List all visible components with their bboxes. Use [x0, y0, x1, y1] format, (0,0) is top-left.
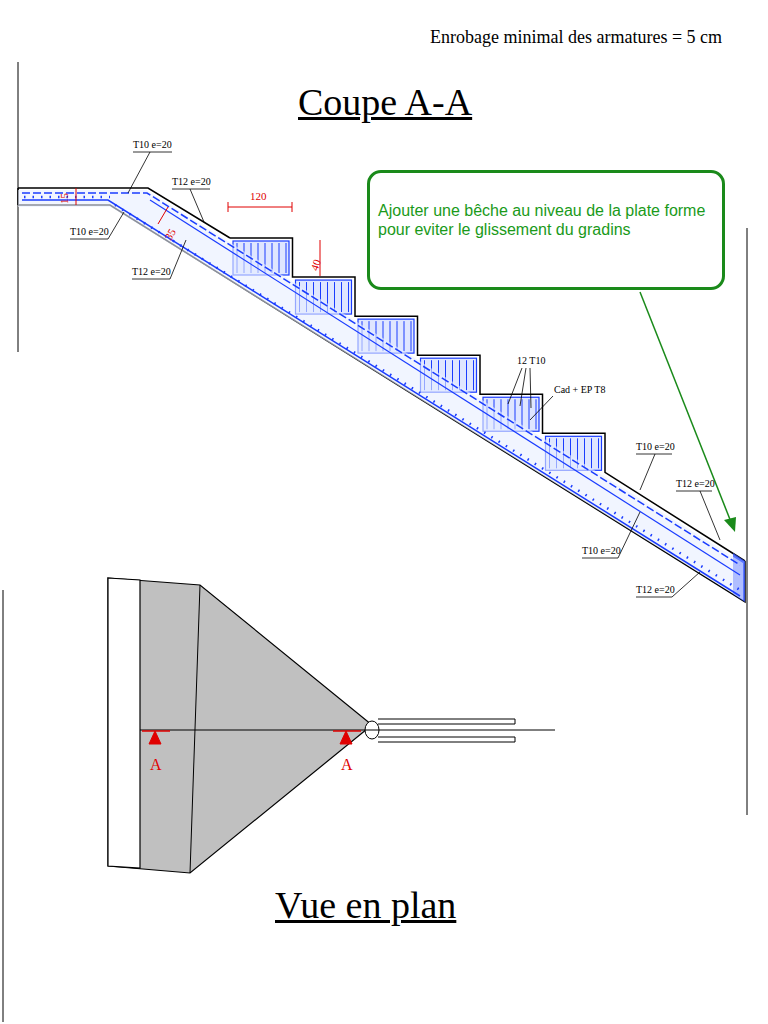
stirrup	[591, 438, 592, 468]
stirrup	[286, 243, 287, 273]
rebar-label: T12 e=20	[636, 584, 675, 595]
stirrup	[279, 243, 280, 273]
stirrup	[473, 360, 474, 390]
dimension: 120	[250, 190, 267, 202]
callout-text: Ajouter une bêche au niveau de la plate …	[378, 201, 714, 239]
stirrup	[348, 282, 349, 312]
rebar-label: T12 e=20	[132, 266, 171, 277]
view-title: Vue en plan	[275, 885, 456, 927]
callout-box: Ajouter une bêche au niveau de la plate …	[367, 170, 725, 290]
section-mark: A	[150, 756, 162, 774]
rebar-label: Cad + EP T8	[554, 384, 605, 395]
stirrup	[272, 243, 273, 273]
rebar-label: T10 e=20	[582, 545, 621, 556]
stirrup	[466, 360, 467, 390]
stirrup	[341, 282, 342, 312]
stirrup	[404, 321, 405, 351]
section-title: Coupe A-A	[298, 82, 472, 124]
dimension: 40	[308, 258, 323, 272]
rebar-label: T10 e=20	[70, 226, 109, 237]
rebar-label: T10 e=20	[133, 139, 172, 150]
rebar-label: T12 e=20	[676, 478, 715, 489]
section-mark: A	[341, 756, 353, 774]
rebar-label: T10 e=20	[636, 441, 675, 452]
note: Enrobage minimal des armatures = 5 cm	[430, 28, 722, 48]
dimension: 15	[58, 193, 70, 204]
stirrup	[598, 438, 599, 468]
stirrup	[529, 399, 530, 429]
rebar-label: T12 e=20	[172, 176, 211, 187]
rebar-label: 12 T10	[517, 355, 545, 366]
stirrup	[411, 321, 412, 351]
